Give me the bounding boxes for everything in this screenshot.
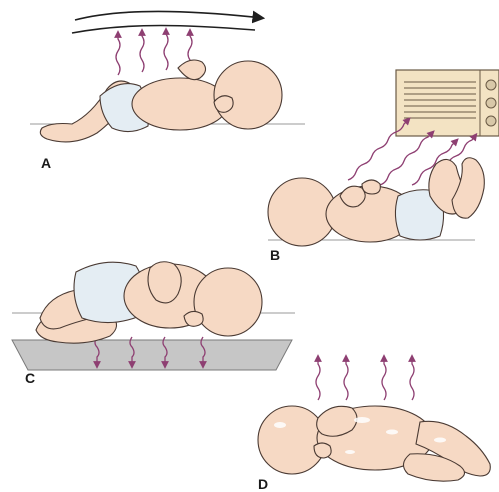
heat-wave-arrow [116,34,120,75]
infant-head [214,61,282,129]
heat-wave-arrow [316,358,320,400]
panel-c: C [12,262,295,386]
infant-arm [178,60,206,80]
heat-waves-d [316,358,414,400]
heat-wave-arrow [382,358,386,400]
panel-a: A [30,12,305,172]
infant-c [36,262,262,343]
heater-knob [486,98,496,108]
heat-wave-arrow [344,358,348,400]
panel-d: D [258,358,490,492]
air-flow-arrow [75,12,262,21]
heater-knob [486,80,496,90]
infant-a [40,60,282,142]
panel-b: B [268,70,499,263]
infant-hand [314,443,331,458]
panel-label-d: D [258,476,268,492]
infant-b [268,158,484,246]
heat-wave-arrow [140,32,144,72]
air-flow-arrow [72,26,255,34]
panel-label-a: A [41,155,51,171]
heat-wave-arrow [410,358,414,400]
infant-arm [148,262,181,303]
infant-d [258,406,490,481]
infant-hand [184,311,203,326]
panel-label-b: B [270,247,280,263]
cold-surface [12,340,292,370]
infant-head [258,406,326,474]
heater-unit [396,70,499,136]
infant-hand [362,180,380,194]
infant-head [194,268,262,336]
heater-knob [486,116,496,126]
infant-torso [132,78,228,130]
heat-wave-arrow [164,31,168,70]
panel-label-c: C [25,370,35,386]
